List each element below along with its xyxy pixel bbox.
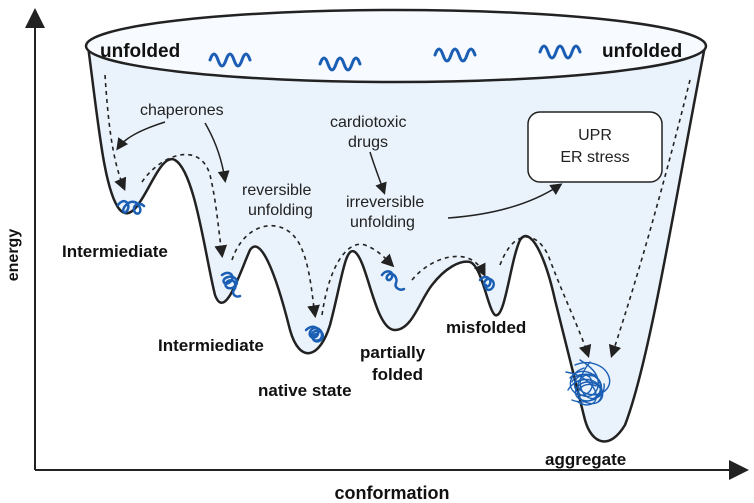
unfolded-protein-2 (318, 56, 362, 72)
dashed-arrow-unfolded-to-intermediate1 (104, 74, 127, 191)
chaperones-label: chaperones (140, 102, 224, 119)
cardiotoxic-arrow (369, 151, 387, 195)
protein-intermediate-2 (220, 271, 242, 298)
aggregate-label: aggregate (545, 450, 626, 469)
irreversible-label-line1: irreversible (346, 194, 424, 211)
irreversible-to-upr-arrow (447, 183, 563, 219)
dashed-arrow-misfolded-to-aggregate (499, 236, 592, 359)
cardiotoxic-label-line1: cardiotoxic (330, 114, 406, 131)
upr-box (527, 111, 663, 183)
reversible-label-line1: reversible (242, 182, 311, 199)
dashed-arrow-unfolded-to-aggregate (608, 79, 691, 359)
unfolded-label-right: unfolded (602, 41, 682, 62)
reversible-label-line2: unfolding (248, 202, 313, 219)
x-axis-label: conformation (335, 483, 450, 503)
upr-label-line1: UPR (578, 127, 612, 144)
transition-arrows (104, 74, 691, 359)
dashed-arrow-partially-to-misfolded (411, 255, 486, 281)
unfolded-protein-3 (433, 47, 477, 63)
chaperones-arrow-right (204, 122, 230, 183)
misfolded-label: misfolded (446, 318, 526, 337)
folded-proteins (116, 199, 611, 406)
chaperones-arrow-left (116, 121, 166, 151)
unfolded-proteins (208, 44, 582, 72)
partially-folded-label-line2: folded (372, 365, 423, 384)
intermediate-label-2: Intermiediate (158, 336, 264, 355)
intermediate-label-1: Intermiediate (62, 242, 168, 261)
upr-label-line2: ER stress (560, 149, 629, 166)
protein-native-state (304, 325, 325, 343)
unfolded-protein-4 (538, 44, 582, 60)
irreversible-label-line2: unfolding (350, 214, 415, 231)
protein-aggregate (565, 359, 611, 406)
protein-partially-folded (380, 270, 406, 291)
dashed-arrow-intermediate1-to-intermediate2 (141, 153, 228, 259)
partially-folded-label-line1: partially (360, 343, 426, 362)
protein-intermediate-1 (116, 199, 146, 215)
unfolded-protein-1 (208, 52, 252, 68)
y-axis-label: energy (5, 229, 22, 282)
cardiotoxic-label-line2: drugs (348, 134, 388, 151)
native-state-label: native state (258, 381, 352, 400)
protein-misfolded (478, 275, 495, 292)
dashed-arrow-native-to-partially (321, 243, 395, 316)
unfolded-label-left: unfolded (100, 41, 180, 62)
